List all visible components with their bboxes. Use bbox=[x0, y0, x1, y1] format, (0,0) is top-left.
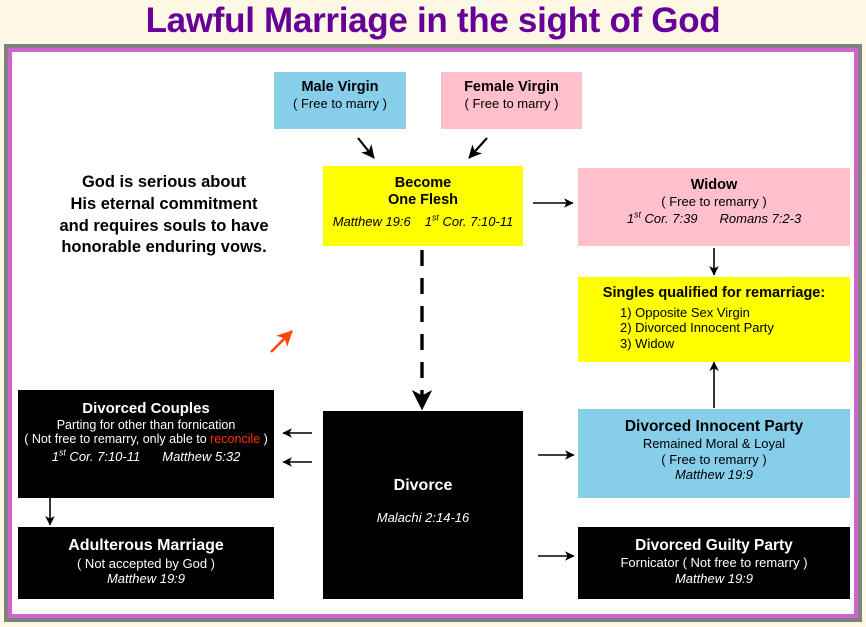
divorce-title: Divorce bbox=[393, 477, 453, 494]
male-virgin-title: Male Virgin bbox=[301, 79, 379, 95]
divorced-innocent-line-2: Remained Moral & Loyal bbox=[642, 436, 786, 452]
arrow-female-to-oneflesh bbox=[468, 137, 488, 159]
male-virgin-status: ( Free to marry ) bbox=[293, 96, 387, 112]
divorced-couples-references: 1st Cor. 7:10-11 Matthew 5:32 bbox=[18, 447, 274, 465]
box-widow[interactable]: Widow ( Free to remarry ) 1st Cor. 7:39 R… bbox=[578, 168, 850, 246]
diagram-frame-inner: God is serious about His eternal commitm… bbox=[8, 48, 858, 618]
arrow-orange-accent bbox=[270, 330, 293, 353]
box-adulterous-marriage[interactable]: Adulterous Marriage ( Not accepted by Go… bbox=[18, 527, 274, 599]
divorced-innocent-ref: Matthew 19:9 bbox=[674, 466, 754, 482]
box-male-virgin[interactable]: Male Virgin ( Free to marry ) bbox=[274, 72, 406, 129]
singles-item-1: 1) Opposite Sex Virgin bbox=[620, 305, 750, 321]
one-flesh-ref-matthew: Matthew 19:6 bbox=[332, 214, 411, 230]
divorced-guilty-title: Divorced Guilty Party bbox=[635, 537, 793, 554]
box-female-virgin[interactable]: Female Virgin ( Free to marry ) bbox=[441, 72, 582, 129]
statement-line-2: His eternal commitment bbox=[70, 194, 258, 213]
box-become-one-flesh[interactable]: Become One Flesh Matthew 19:6 1st Cor. 7:… bbox=[323, 166, 523, 246]
widow-ref-romans: Romans 7:2-3 bbox=[719, 211, 802, 227]
one-flesh-ref-corinthians: 1st Cor. 7:10-11 bbox=[424, 212, 514, 230]
page-title: Lawful Marriage in the sight of God bbox=[145, 1, 721, 40]
statement-text: God is serious about His eternal commitm… bbox=[26, 172, 302, 259]
female-virgin-title: Female Virgin bbox=[464, 79, 559, 95]
statement-line-4: honorable enduring vows. bbox=[61, 238, 267, 257]
arrow-male-to-oneflesh bbox=[357, 137, 375, 159]
widow-ref-corinthians: 1st Cor. 7:39 bbox=[626, 210, 698, 227]
divorced-guilty-ref: Matthew 19:9 bbox=[674, 570, 754, 586]
adulterous-marriage-ref: Matthew 19:9 bbox=[106, 571, 186, 587]
divorced-innocent-line-3: ( Free to remarry ) bbox=[661, 451, 767, 467]
widow-references: 1st Cor. 7:39 Romans 7:2-3 bbox=[578, 210, 850, 227]
one-flesh-title-line-2: One Flesh bbox=[387, 192, 459, 209]
divorced-couples-ref-corinthians: 1st Cor. 7:10-11 bbox=[51, 447, 141, 465]
diagram-frame: God is serious about His eternal commitm… bbox=[4, 44, 862, 622]
one-flesh-title-line-1: Become bbox=[394, 175, 452, 191]
singles-item-2: 2) Divorced Innocent Party bbox=[620, 320, 774, 336]
female-virgin-status: ( Free to marry ) bbox=[464, 96, 559, 112]
singles-title: Singles qualified for remarriage: bbox=[602, 285, 826, 301]
divorced-couples-line-3: ( Not free to remarry, only able to reco… bbox=[24, 432, 268, 447]
statement-line-3: and requires souls to have bbox=[59, 216, 269, 235]
divorce-ref: Malachi 2:14-16 bbox=[376, 509, 470, 525]
divorced-couples-line-2: Parting for other than fornication bbox=[56, 417, 236, 432]
box-divorced-couples[interactable]: Divorced Couples Parting for other than … bbox=[18, 390, 274, 498]
widow-status: ( Free to remarry ) bbox=[661, 194, 767, 210]
box-divorced-innocent-party[interactable]: Divorced Innocent Party Remained Moral &… bbox=[578, 409, 850, 498]
divorced-guilty-line-2: Fornicator ( Not free to remarry ) bbox=[620, 555, 808, 571]
adulterous-marriage-title: Adulterous Marriage bbox=[68, 537, 224, 554]
divorced-couples-title: Divorced Couples bbox=[82, 400, 210, 417]
box-divorce[interactable]: Divorce Malachi 2:14-16 bbox=[323, 411, 523, 599]
statement-line-1: God is serious about bbox=[81, 173, 247, 191]
adulterous-marriage-line-2: ( Not accepted by God ) bbox=[76, 555, 215, 571]
divorced-couples-ref-matthew: Matthew 5:32 bbox=[162, 449, 241, 465]
reconcile-highlight: reconcile bbox=[210, 432, 261, 447]
singles-item-3: 3) Widow bbox=[620, 335, 675, 351]
widow-title: Widow bbox=[690, 177, 738, 193]
box-singles-qualified[interactable]: Singles qualified for remarriage: 1) Opp… bbox=[578, 277, 850, 362]
box-divorced-guilty-party[interactable]: Divorced Guilty Party Fornicator ( Not f… bbox=[578, 527, 850, 599]
divorced-innocent-title: Divorced Innocent Party bbox=[624, 418, 804, 435]
one-flesh-references: Matthew 19:6 1st Cor. 7:10-11 bbox=[323, 212, 523, 230]
